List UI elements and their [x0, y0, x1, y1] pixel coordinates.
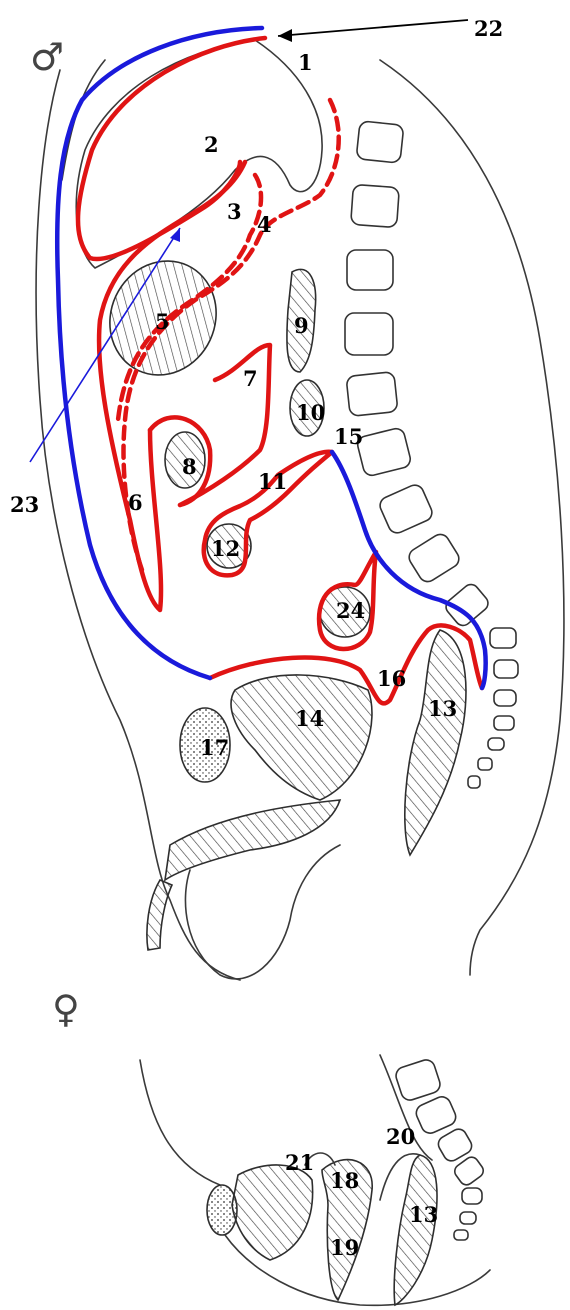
label-2: 2	[204, 132, 219, 157]
arrow-22-head	[278, 29, 292, 42]
arrow-22	[278, 20, 468, 36]
male-symbol: ♂	[30, 35, 64, 79]
label-20: 20	[386, 1124, 415, 1149]
label-4: 4	[257, 212, 272, 237]
female-section	[140, 1055, 490, 1305]
female-anterior-outline	[140, 1060, 220, 1185]
penis-root	[147, 880, 172, 950]
urethra-prostate	[165, 800, 340, 880]
female-rectum	[394, 1155, 437, 1305]
label-15: 15	[334, 424, 363, 449]
rectum	[405, 630, 466, 855]
label-14: 14	[295, 706, 324, 731]
label-9: 9	[294, 313, 309, 338]
scrotum-outline	[185, 845, 340, 979]
label-5: 5	[155, 309, 170, 334]
label-7: 7	[243, 366, 258, 391]
female-bladder	[232, 1165, 313, 1260]
male-section	[30, 20, 564, 980]
label-16: 16	[377, 666, 406, 691]
label-10: 10	[296, 400, 325, 425]
label-18: 18	[330, 1168, 359, 1193]
label-12: 12	[211, 536, 240, 561]
female-symbol: ♀	[52, 987, 80, 1031]
bladder	[231, 675, 372, 800]
label-3: 3	[227, 199, 242, 224]
label-13: 13	[428, 696, 457, 721]
label-19: 19	[330, 1235, 359, 1260]
label-11: 11	[258, 469, 287, 494]
label-8: 8	[182, 454, 197, 479]
label-23: 23	[10, 492, 39, 517]
label-6: 6	[128, 490, 143, 515]
label-22: 22	[474, 16, 503, 41]
label-24: 24	[336, 598, 365, 623]
label-1: 1	[298, 50, 313, 75]
inner-abdominal-contour	[62, 60, 105, 180]
label-13-female: 13	[409, 1202, 438, 1227]
label-17: 17	[200, 735, 229, 760]
label-21: 21	[285, 1150, 314, 1175]
